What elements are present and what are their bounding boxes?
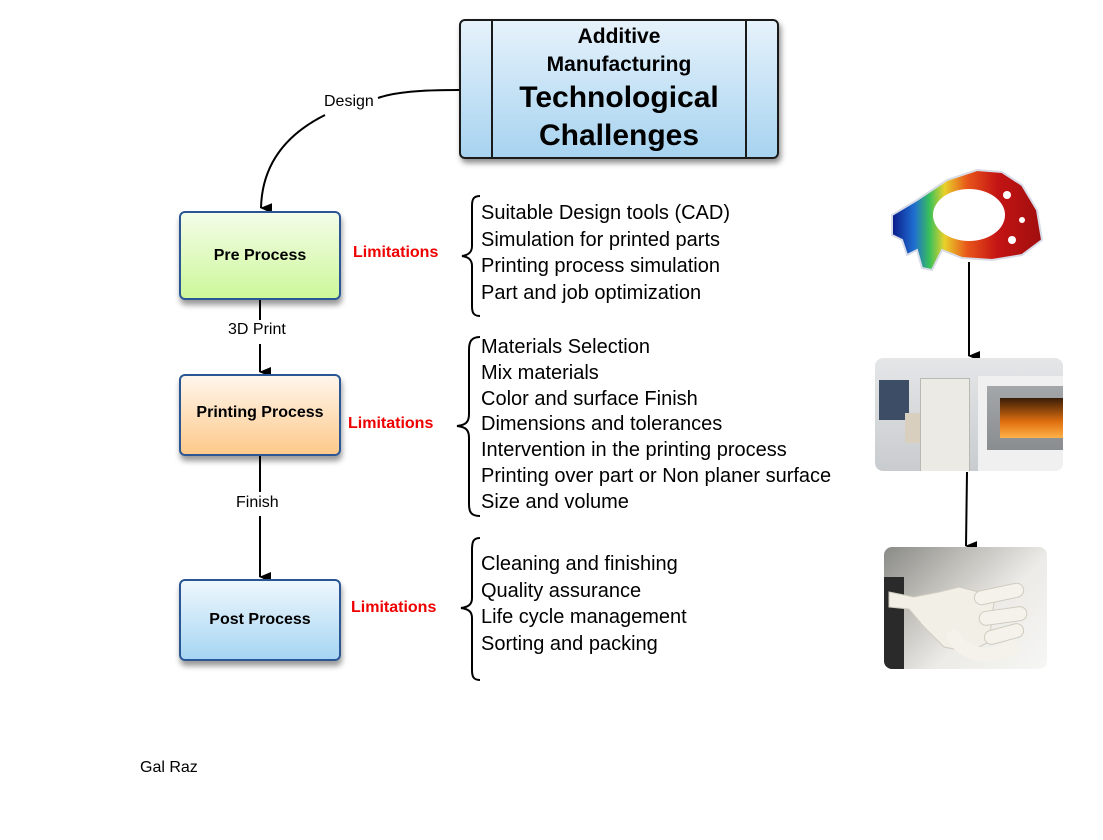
connector-label-finish: Finish xyxy=(234,494,281,512)
title-line-1: Additive xyxy=(577,25,661,48)
list-item: Intervention in the printing process xyxy=(481,439,787,462)
brace-print xyxy=(456,336,481,517)
simulation-part-image xyxy=(891,168,1044,272)
image-arrow-2 xyxy=(965,471,978,552)
design-arrow-curve xyxy=(260,114,326,214)
brace-post xyxy=(460,537,481,681)
list-item: Size and volume xyxy=(481,490,629,513)
pre-process-label: Pre Process xyxy=(213,246,307,264)
brace-pre xyxy=(461,195,481,317)
printing-process-box: Printing Process xyxy=(179,374,341,456)
connector-label-design: Design xyxy=(322,93,376,111)
list-item: Quality assurance xyxy=(481,579,642,602)
list-item: Printing process simulation xyxy=(481,255,720,277)
pre-process-box: Pre Process xyxy=(179,211,341,300)
post-process-label: Post Process xyxy=(209,611,311,628)
list-item: Dimensions and tolerances xyxy=(481,413,723,436)
title-text: Additive Manufacturing Technological Cha… xyxy=(493,23,745,155)
printing-limitations-label: Limitations xyxy=(348,415,434,432)
title-box-right-bar xyxy=(745,21,747,157)
3d-printer-machine-image xyxy=(875,358,1063,471)
list-item: Materials Selection xyxy=(481,336,650,358)
printer-tower xyxy=(920,378,970,471)
pre-limitations-label: Limitations xyxy=(353,244,439,261)
design-arrow xyxy=(377,89,460,99)
printer-build-chamber xyxy=(1000,398,1063,438)
list-item: Suitable Design tools (CAD) xyxy=(481,202,730,224)
post-process-box: Post Process xyxy=(179,579,341,661)
list-item: Mix materials xyxy=(481,361,599,384)
list-item: Sorting and packing xyxy=(481,632,658,655)
title-box: Additive Manufacturing Technological Cha… xyxy=(459,19,779,159)
pre-limitations-list: Suitable Design tools (CAD) Simulation f… xyxy=(481,200,730,306)
printing-process-label: Printing Process xyxy=(196,404,324,421)
list-item: Simulation for printed parts xyxy=(481,228,721,251)
printed-part-in-powder-image xyxy=(884,547,1047,669)
printed-part-shape xyxy=(888,582,1028,662)
list-item: Cleaning and finishing xyxy=(481,553,678,575)
printing-limitations-list: Materials Selection Mix materials Color … xyxy=(481,335,831,516)
author-credit: Gal Raz xyxy=(140,759,198,776)
list-item: Printing over part or Non planer surface xyxy=(481,464,832,487)
title-line-2: Manufacturing xyxy=(546,53,692,76)
post-limitations-list: Cleaning and finishing Quality assurance… xyxy=(481,551,687,657)
list-item: Part and job optimization xyxy=(481,281,702,304)
printer-left-window xyxy=(879,380,909,420)
list-item: Life cycle management xyxy=(481,606,687,628)
connector-label-3d-print: 3D Print xyxy=(226,321,288,339)
title-box-left-bar xyxy=(491,21,493,157)
post-limitations-label: Limitations xyxy=(351,599,437,616)
title-line-3: Technological xyxy=(519,81,719,114)
list-item: Color and surface Finish xyxy=(481,387,698,410)
title-line-4: Challenges xyxy=(538,119,700,152)
